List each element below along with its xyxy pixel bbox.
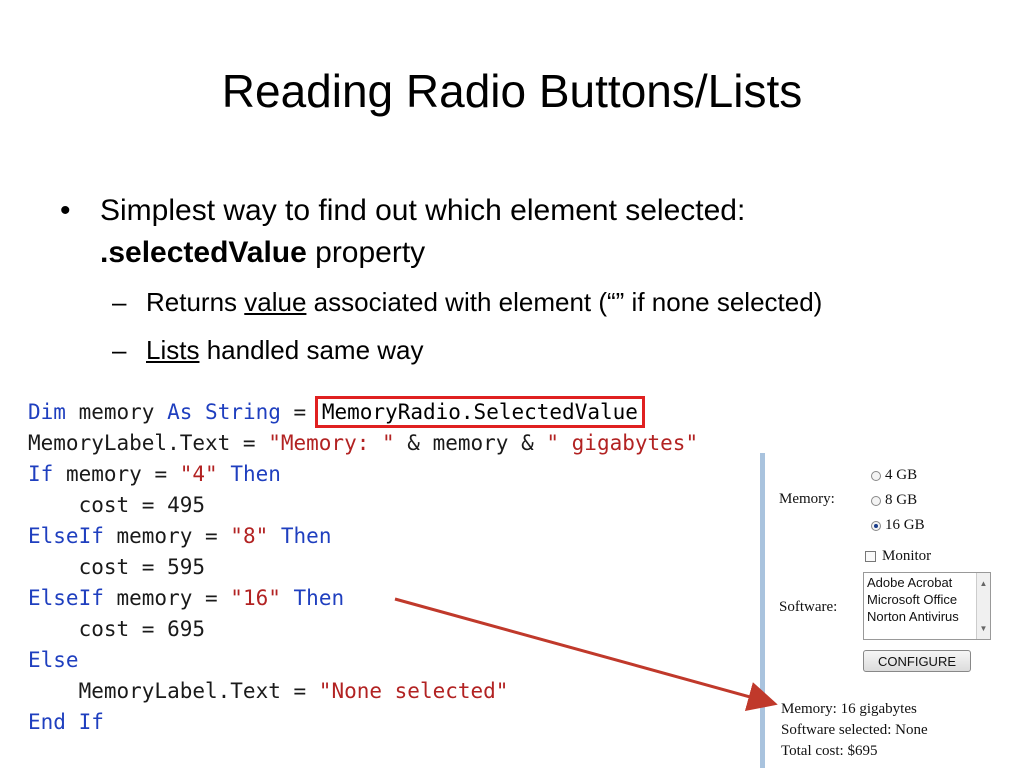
- code-string: "4": [179, 462, 218, 486]
- code-line: MemoryLabel.Text = "None selected": [28, 676, 788, 707]
- list-item[interactable]: Microsoft Office: [867, 592, 958, 607]
- code-keyword: String: [205, 400, 281, 424]
- radio-option-16gb[interactable]: 16 GB: [871, 517, 925, 534]
- configure-button[interactable]: CONFIGURE: [863, 650, 971, 672]
- bullet-bold-term: .selectedValue: [100, 236, 307, 269]
- code-line: MemoryLabel.Text = "Memory: " & memory &…: [28, 428, 788, 459]
- code-line: End If: [28, 707, 788, 738]
- result-software-label: Software selected: None: [781, 722, 928, 738]
- code-line: Else: [28, 645, 788, 676]
- radio-circle-icon: [871, 470, 881, 481]
- code-keyword: End: [28, 710, 66, 734]
- sub-bullet-pre: Returns: [146, 287, 245, 317]
- radio-option-4gb[interactable]: 4 GB: [871, 467, 917, 484]
- code-string: " gigabytes": [546, 431, 699, 455]
- code-line: ElseIf memory = "16" Then: [28, 583, 788, 614]
- code-keyword: If: [78, 710, 104, 734]
- checkbox-label: Monitor: [882, 548, 932, 564]
- radio-label: 8 GB: [885, 492, 918, 508]
- dash-icon: –: [112, 335, 127, 365]
- code-line: Dim memory As String = MemoryRadio.Selec…: [28, 396, 788, 428]
- code-line: cost = 495: [28, 490, 788, 521]
- sub-bullet-post: associated with element (“” if none sele…: [306, 287, 823, 317]
- code-text: cost = 695: [28, 617, 206, 641]
- bullet-text: Simplest way to find out which element s…: [100, 194, 746, 227]
- radio-label: 4 GB: [885, 467, 918, 483]
- list-item[interactable]: Norton Antivirus: [867, 609, 959, 624]
- code-text: memory =: [53, 462, 180, 486]
- sub-bullet-underlined: Lists: [146, 335, 200, 365]
- code-keyword: Then: [230, 462, 281, 486]
- bullet-dot-icon: •: [60, 194, 71, 227]
- monitor-checkbox[interactable]: Monitor: [865, 548, 931, 565]
- result-memory-label: Memory: 16 gigabytes: [781, 701, 917, 717]
- radio-label: 16 GB: [885, 517, 925, 533]
- slide-title: Reading Radio Buttons/Lists: [221, 65, 803, 117]
- scroll-down-icon[interactable]: ▼: [979, 624, 988, 633]
- code-keyword: As: [167, 400, 193, 424]
- software-listbox[interactable]: Adobe Acrobat Microsoft Office Norton An…: [863, 572, 991, 640]
- code-text: cost = 595: [28, 555, 206, 579]
- code-keyword: ElseIf: [28, 586, 104, 610]
- code-keyword: Then: [280, 524, 332, 548]
- code-text: memory =: [103, 524, 231, 548]
- radio-circle-icon: [871, 495, 881, 506]
- sub-bullet-item: – Lists handled same way: [60, 332, 1000, 368]
- code-string: "None selected": [318, 679, 509, 703]
- dash-icon: –: [112, 287, 127, 317]
- code-keyword: Then: [293, 586, 345, 610]
- code-line: cost = 595: [28, 552, 788, 583]
- code-string: "8": [230, 524, 269, 548]
- list-item[interactable]: Adobe Acrobat: [867, 575, 953, 590]
- result-cost-label: Total cost: $695: [781, 743, 878, 759]
- code-line: cost = 695: [28, 614, 788, 645]
- code-text: MemoryLabel.Text =: [28, 431, 269, 455]
- code-text: MemoryLabel.Text =: [28, 679, 319, 703]
- bullet-item: • Simplest way to find out which element…: [60, 190, 1000, 274]
- sub-bullet-item: – Returns value associated with element …: [60, 284, 1000, 320]
- sub-bullet-post: handled same way: [199, 335, 424, 365]
- scroll-up-icon[interactable]: ▲: [979, 579, 988, 588]
- highlighted-expression: MemoryRadio.SelectedValue: [314, 396, 645, 428]
- sub-bullet-underlined: value: [244, 287, 307, 317]
- code-text: memory =: [103, 586, 231, 610]
- code-text: =: [280, 400, 319, 424]
- code-keyword: Dim: [28, 400, 66, 424]
- code-string: "16": [230, 586, 281, 610]
- code-keyword: ElseIf: [28, 524, 104, 548]
- code-string: "Memory: ": [268, 431, 395, 455]
- checkbox-icon: [865, 551, 876, 562]
- code-text: memory: [65, 400, 168, 424]
- bullet-list: • Simplest way to find out which element…: [60, 190, 1000, 368]
- arrow-line: [394, 597, 778, 712]
- code-line: If memory = "4" Then: [28, 459, 788, 490]
- code-text: cost = 495: [28, 493, 206, 517]
- code-line: ElseIf memory = "8" Then: [28, 521, 788, 552]
- app-preview-panel: Memory: 4 GB 8 GB 16 GB Monitor Software…: [760, 453, 1024, 768]
- radio-selected-icon: [871, 520, 881, 531]
- code-keyword: Else: [28, 648, 79, 672]
- listbox-scrollbar[interactable]: ▲ ▼: [976, 573, 990, 639]
- software-label: Software:: [779, 599, 838, 615]
- bullet-tail: property: [306, 236, 426, 269]
- code-block: Dim memory As String = MemoryRadio.Selec…: [28, 396, 788, 738]
- radio-option-8gb[interactable]: 8 GB: [871, 492, 917, 509]
- code-keyword: If: [28, 462, 54, 486]
- memory-label: Memory:: [779, 491, 835, 507]
- code-text: & memory &: [394, 431, 547, 455]
